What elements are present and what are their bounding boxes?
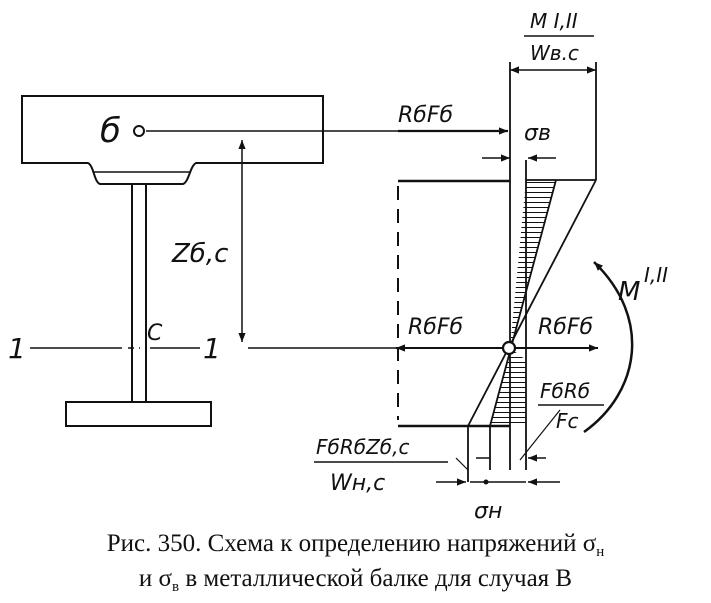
label-point-b: б [100,111,121,151]
top-slab [21,95,324,185]
label-moment-side-sup: I,II [644,263,668,287]
moment-arc [583,261,634,434]
label-moment-side: M [618,277,640,307]
leader-fr-f [519,409,561,461]
label-moment-top-den: Wв.c [530,41,579,65]
caption-line-1: Рис. 350. Схема к определению напряжений… [106,530,605,560]
label-axis-left: 1 [8,332,26,365]
label-bottom-expr-den: Wн,c [330,471,385,496]
label-bottom-expr-num: FбRбZб,c [316,435,409,459]
label-force-top: RбFб [398,103,453,128]
label-force-mid-right: RбFб [538,315,593,340]
figure-caption: Рис. 350. Схема к определению напряжений… [0,528,711,598]
stress-diagram-lines [467,62,597,482]
point-b-marker [133,125,145,137]
bottom-flange [65,401,212,427]
centroid-marker [501,340,517,356]
label-moment-top-num: M I,II [530,9,578,33]
label-fr-f-den: Fc [556,409,579,433]
leader-bottom-expr [455,457,469,471]
label-z-distance: Zб,c [171,239,228,269]
label-sigma-bottom: σн [474,499,502,524]
beam-stress-diagram: б C 1 1 Zб,c RбFб RбFб RбFб σв M I,II Wв… [8,9,668,524]
label-force-mid-left: RбFб [408,315,463,340]
stress-hatch-bottom [490,348,526,426]
sigma-h-dot [483,479,489,485]
label-fr-f-num: FбRб [540,379,590,403]
label-point-c: C [147,321,163,346]
caption-line-2: и σв в металлической балке для случая В [138,565,573,595]
label-axis-right: 1 [203,332,221,365]
label-sigma-top: σв [524,121,551,146]
beam-cross-section [21,95,324,427]
section-outline-dashed [397,179,510,428]
